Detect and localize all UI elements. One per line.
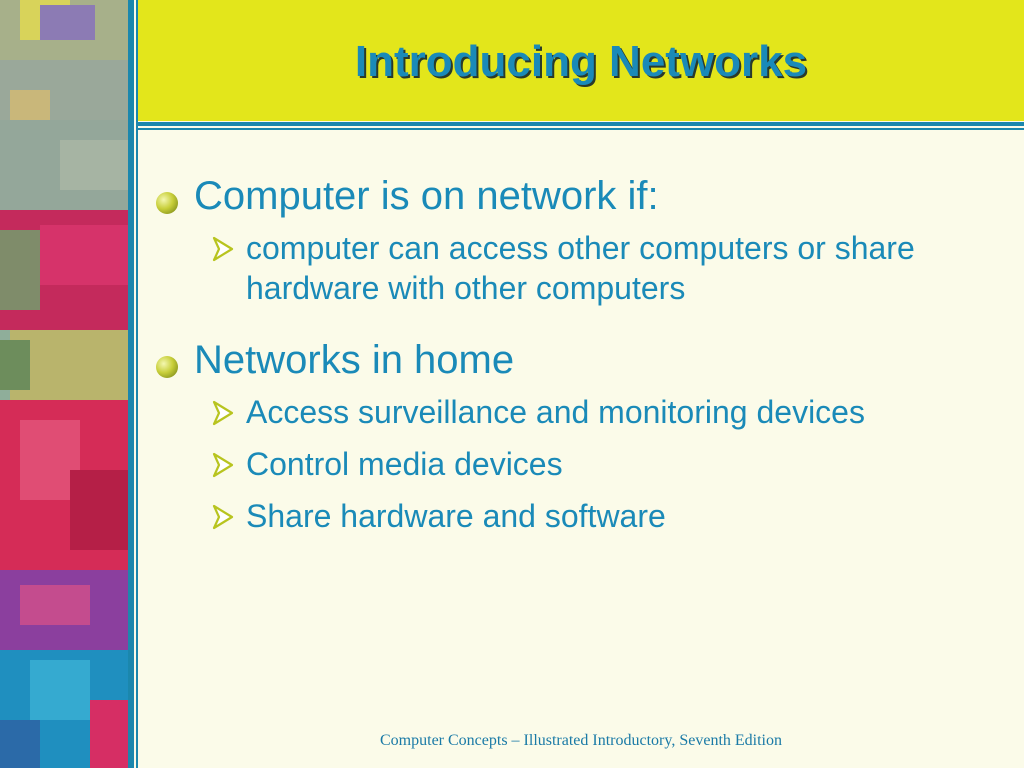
bullet-level1: Networks in home	[150, 336, 1010, 384]
bullet-level2: Share hardware and software	[150, 496, 1010, 536]
bullet-level2-text: Access surveillance and monitoring devic…	[246, 394, 865, 430]
bullet-level2-text: computer can access other computers or s…	[246, 230, 915, 306]
hollow-arrow-bullet-icon	[212, 400, 234, 426]
title-rule-thick	[138, 122, 1024, 126]
bullet-level1: Computer is on network if:	[150, 172, 1010, 220]
title-rule-thin	[138, 128, 1024, 130]
slide-content: Computer is on network if: computer can …	[150, 172, 1010, 536]
bullet-level2: Access surveillance and monitoring devic…	[150, 392, 1010, 432]
bullet-level2: computer can access other computers or s…	[150, 228, 1010, 308]
bullet-level2-text: Share hardware and software	[246, 498, 666, 534]
olive-sphere-bullet-icon	[156, 192, 178, 214]
hollow-arrow-bullet-icon	[212, 452, 234, 478]
slide-footer: Computer Concepts – Illustrated Introduc…	[380, 732, 782, 749]
bullet-level2: Control media devices	[150, 444, 1010, 484]
abstract-painting-image	[0, 0, 128, 768]
vertical-rule-thin	[136, 0, 138, 768]
bullet-level1-text: Networks in home	[194, 338, 515, 382]
vertical-rule-thick	[128, 0, 134, 768]
hollow-arrow-bullet-icon	[212, 236, 234, 262]
olive-sphere-bullet-icon	[156, 356, 178, 378]
title-band	[138, 0, 1024, 121]
painted-art-strip	[0, 0, 128, 768]
bullet-level1-text: Computer is on network if:	[194, 174, 659, 218]
slide-title: Introducing Networks	[354, 37, 808, 86]
hollow-arrow-bullet-icon	[212, 504, 234, 530]
bullet-level2-text: Control media devices	[246, 446, 563, 482]
